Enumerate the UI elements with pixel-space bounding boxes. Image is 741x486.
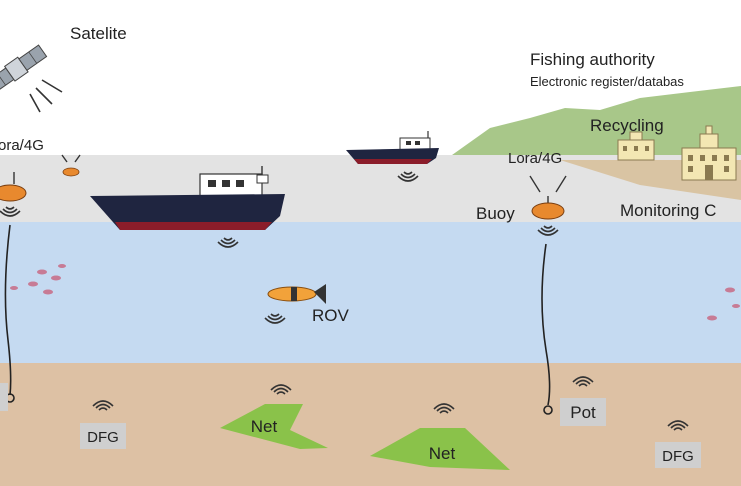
water <box>0 222 741 364</box>
dfg-label-2: DFG <box>662 448 694 465</box>
tag-left-partial <box>0 383 8 411</box>
rov-label: ROV <box>312 306 350 325</box>
buoy-right-line <box>541 243 551 406</box>
fish-school-left <box>10 264 66 295</box>
net-2 <box>370 428 510 470</box>
buoy-left-line <box>4 224 12 396</box>
lora-left-label: ora/4G <box>0 137 44 154</box>
dfg-tag-2 <box>655 442 701 468</box>
fishing-vessel-large <box>90 166 285 230</box>
recycling-label: Recycling <box>590 116 664 135</box>
monitoring-label: Monitoring C <box>620 201 716 220</box>
fishing-authority-label: Fishing authority <box>530 50 655 69</box>
buoy-right <box>531 196 565 220</box>
buoy-right-rays <box>529 175 567 193</box>
dfg-tag-1 <box>80 423 126 449</box>
dfg-label-1: DFG <box>87 429 119 446</box>
buoy-right-anchor <box>543 405 553 415</box>
building-icon <box>681 125 737 181</box>
satellite-signal-rays <box>29 79 63 113</box>
rov-icon <box>267 284 326 304</box>
satellite-icon <box>0 44 48 92</box>
net-label-2: Net <box>429 444 456 463</box>
satellite-label: Satelite <box>70 24 127 43</box>
net-label-1: Net <box>251 417 278 436</box>
lora-right-label: Lora/4G <box>508 150 562 167</box>
hill <box>445 86 741 160</box>
register-label: Electronic register/databas <box>530 74 684 89</box>
buoy-label: Buoy <box>476 204 515 223</box>
fishing-vessel-small <box>346 131 439 164</box>
buoy-left <box>0 172 27 202</box>
pot-tag <box>560 398 606 426</box>
small-buoy <box>61 154 81 177</box>
building-icon <box>617 131 655 161</box>
pot-label: Pot <box>570 403 596 422</box>
net-1 <box>220 404 328 449</box>
fish-school-right <box>707 287 740 321</box>
